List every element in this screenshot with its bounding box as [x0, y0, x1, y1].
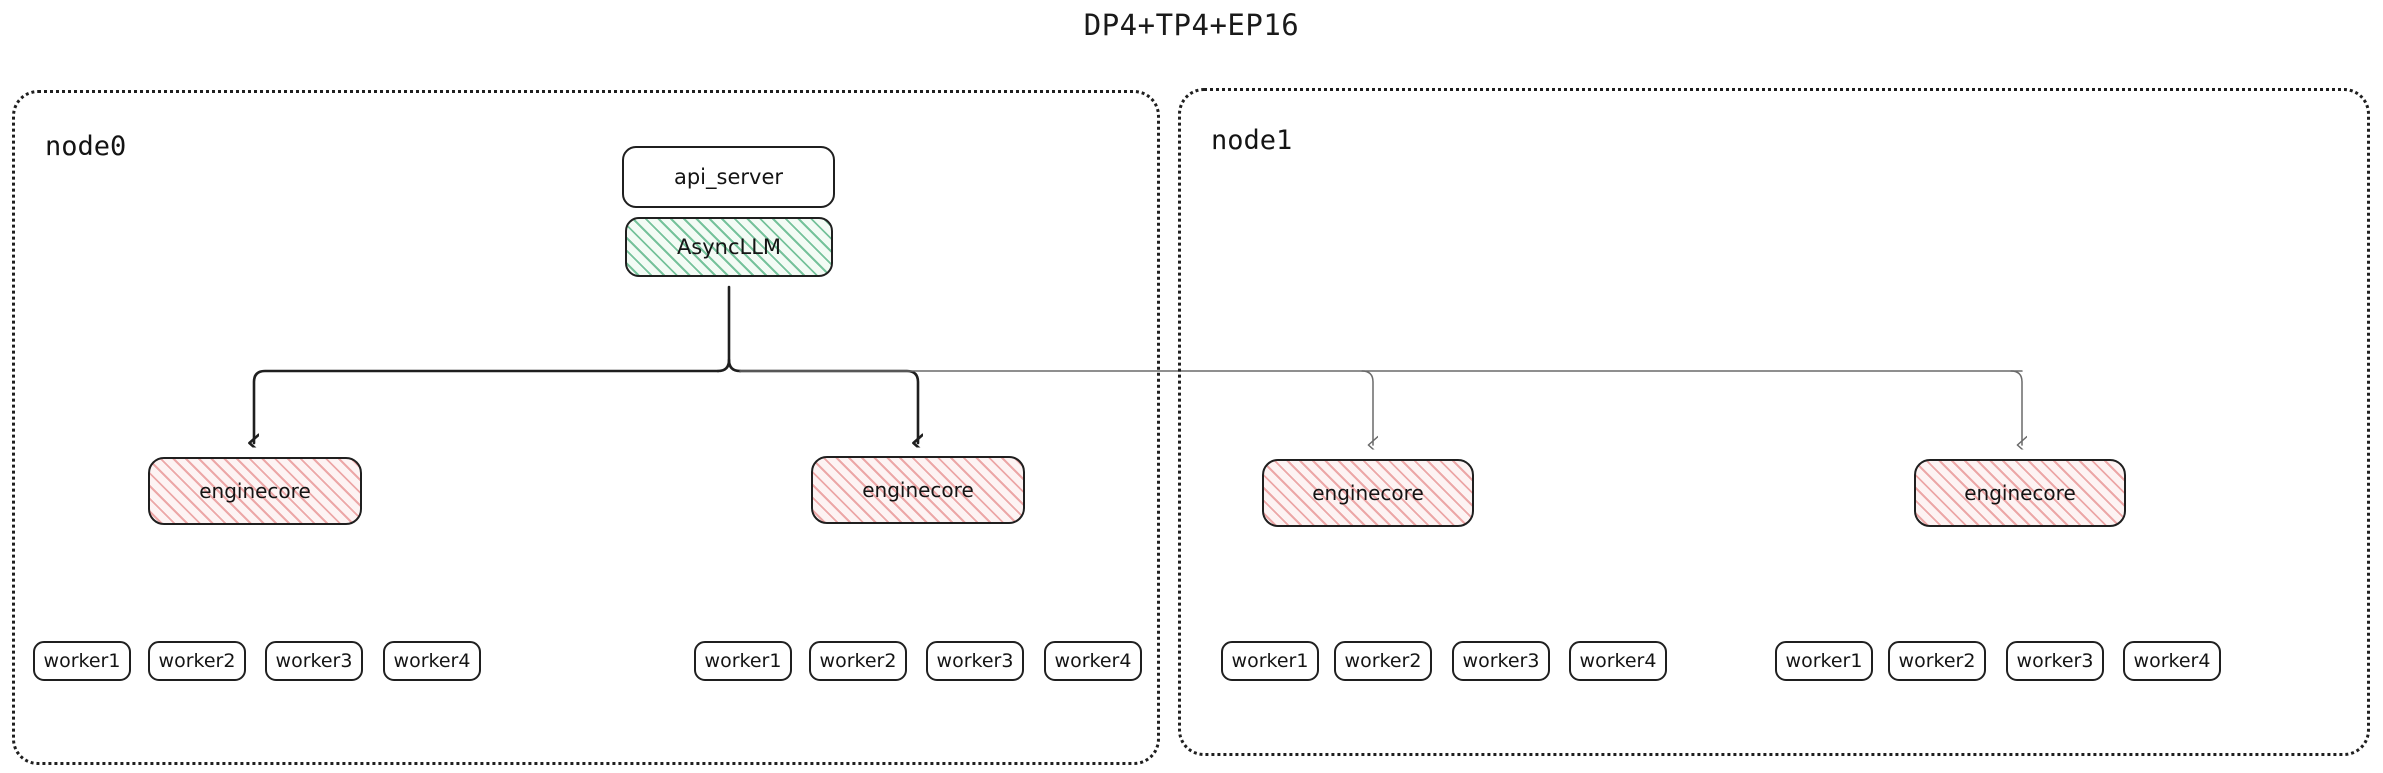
worker-label: worker3	[1462, 650, 1540, 672]
node1-enginecore-0-box[interactable]: enginecore	[1262, 459, 1474, 527]
node1-ec0-worker-1[interactable]: worker1	[1221, 641, 1319, 681]
node1-ec1-worker-2[interactable]: worker2	[1888, 641, 1986, 681]
worker-label: worker1	[43, 650, 121, 672]
node1-ec1-worker-1[interactable]: worker1	[1775, 641, 1873, 681]
node1-label: node1	[1211, 125, 1293, 156]
worker-label: worker1	[1231, 650, 1309, 672]
node0-enginecore-1-label: enginecore	[862, 478, 974, 502]
node0-ec1-worker-4[interactable]: worker4	[1044, 641, 1142, 681]
node1-ec1-worker-3[interactable]: worker3	[2006, 641, 2104, 681]
node1-ec1-worker-4[interactable]: worker4	[2123, 641, 2221, 681]
worker-label: worker1	[704, 650, 782, 672]
node0-ec0-worker-2[interactable]: worker2	[148, 641, 246, 681]
node0-ec1-worker-1[interactable]: worker1	[694, 641, 792, 681]
node0-ec1-worker-3[interactable]: worker3	[926, 641, 1024, 681]
worker-label: worker4	[1579, 650, 1657, 672]
async-llm-label: AsyncLLM	[676, 235, 782, 259]
node1-ec0-worker-3[interactable]: worker3	[1452, 641, 1550, 681]
worker-label: worker3	[2016, 650, 2094, 672]
worker-label: worker1	[1785, 650, 1863, 672]
worker-label: worker4	[393, 650, 471, 672]
page-title: DP4+TP4+EP16	[1083, 8, 1300, 42]
node0-ec0-worker-3[interactable]: worker3	[265, 641, 363, 681]
node0-ec0-worker-4[interactable]: worker4	[383, 641, 481, 681]
node0-enginecore-0-label: enginecore	[199, 479, 311, 503]
node0-label: node0	[45, 131, 127, 162]
node-container-node0	[12, 90, 1160, 765]
worker-label: worker3	[275, 650, 353, 672]
api-server-box[interactable]: api_server	[622, 146, 835, 208]
async-llm-box[interactable]: AsyncLLM	[625, 217, 833, 277]
node1-ec0-worker-2[interactable]: worker2	[1334, 641, 1432, 681]
worker-label: worker2	[1344, 650, 1422, 672]
worker-label: worker4	[1054, 650, 1132, 672]
node1-ec0-worker-4[interactable]: worker4	[1569, 641, 1667, 681]
node0-enginecore-1-box[interactable]: enginecore	[811, 456, 1025, 524]
worker-label: worker2	[1898, 650, 1976, 672]
api-server-label: api_server	[673, 165, 783, 189]
node0-enginecore-0-box[interactable]: enginecore	[148, 457, 362, 525]
worker-label: worker4	[2133, 650, 2211, 672]
node1-enginecore-1-label: enginecore	[1964, 481, 2076, 505]
node1-enginecore-0-label: enginecore	[1312, 481, 1424, 505]
node1-enginecore-1-box[interactable]: enginecore	[1914, 459, 2126, 527]
worker-label: worker2	[158, 650, 236, 672]
node-container-node1	[1178, 88, 2370, 756]
node0-ec1-worker-2[interactable]: worker2	[809, 641, 907, 681]
worker-label: worker2	[819, 650, 897, 672]
worker-label: worker3	[936, 650, 1014, 672]
node0-ec0-worker-1[interactable]: worker1	[33, 641, 131, 681]
